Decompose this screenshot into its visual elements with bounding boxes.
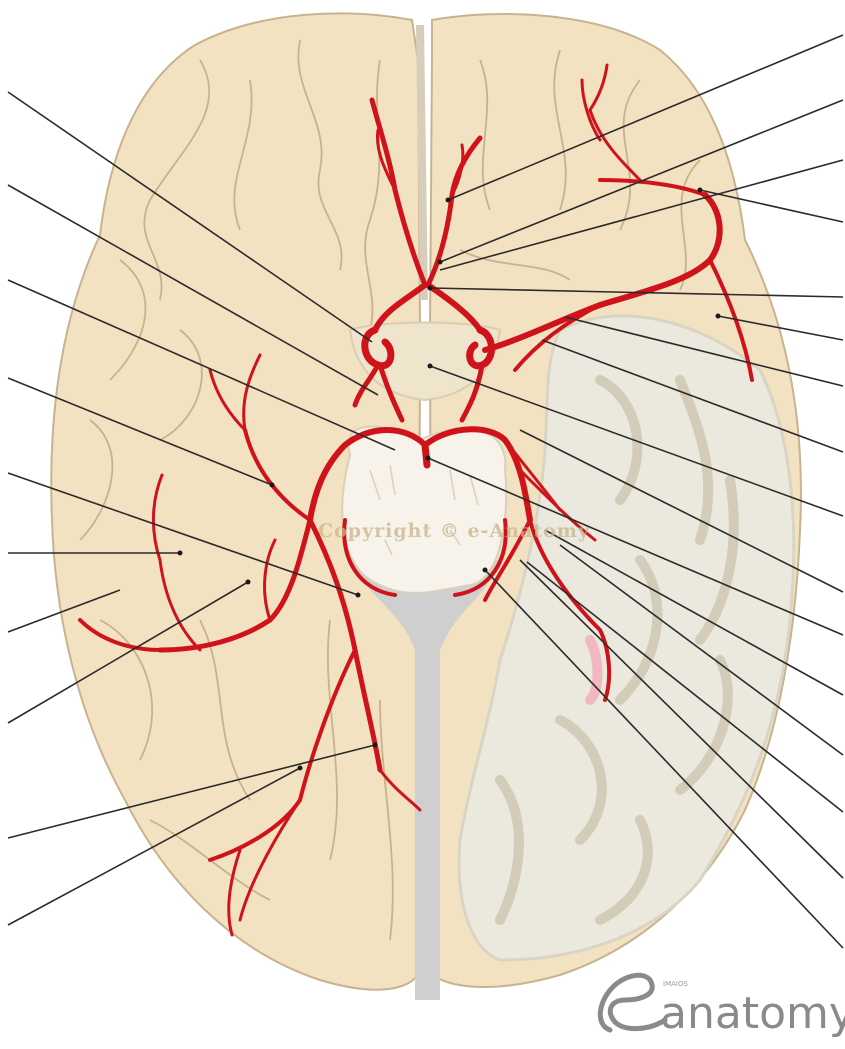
logo-superscript: IMAIOS: [663, 980, 688, 988]
basilar-artery: [425, 445, 427, 465]
copyright-watermark: Copyright © e-Anatomy: [318, 520, 590, 542]
logo-wordmark: anatomy: [660, 988, 845, 1039]
logo-e-swirl: [600, 975, 665, 1030]
e-anatomy-logo: IMAIOS anatomy: [600, 975, 845, 1039]
